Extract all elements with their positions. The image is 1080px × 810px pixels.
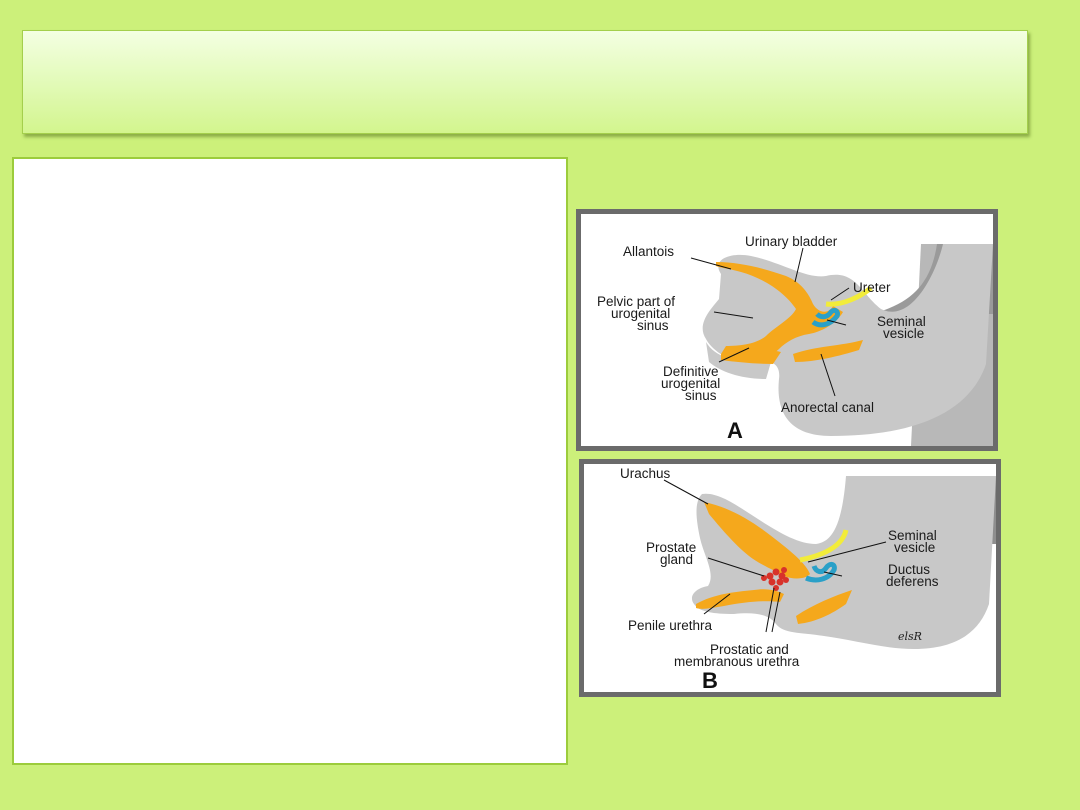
label-ureter: Ureter (853, 280, 891, 295)
panel-letter-b: B (702, 668, 718, 692)
bladder-sinus-a (716, 262, 843, 358)
prostate-gland-shape-b (761, 567, 789, 591)
slide-title-bar (22, 30, 1028, 134)
ureter-shape-b (799, 529, 849, 563)
anorectal-canal-shape-a (793, 340, 863, 362)
penile-urethra-shape-b (696, 589, 784, 609)
label-prostatic-line1: Prostatic and (710, 642, 789, 657)
pointer-lines-a (690, 247, 850, 397)
panel-letter-a: A (727, 418, 743, 443)
figure-panel-b: Urachus Seminal vesicle Prostate gland D… (579, 459, 1001, 697)
gray-tissue-a (702, 244, 993, 436)
label-pelvic-part-line2: urogenital (611, 306, 670, 321)
label-pelvic-part-line1: Pelvic part of (597, 294, 675, 309)
label-prostatic-line2: membranous urethra (674, 654, 800, 669)
label-anorectal-canal: Anorectal canal (781, 400, 874, 415)
ureter-shape-a (825, 286, 873, 307)
label-prostate-line1: Prostate (646, 540, 696, 555)
label-urachus: Urachus (620, 466, 671, 481)
label-seminal-line1-b: Seminal (888, 528, 937, 543)
seminal-vesicle-shape-a (811, 307, 840, 328)
label-seminal-line1: Seminal (877, 314, 926, 329)
urogenital-diagram-b: Urachus Seminal vesicle Prostate gland D… (620, 466, 996, 692)
label-urinary-bladder: Urinary bladder (745, 234, 838, 249)
bladder-b (704, 502, 810, 579)
pointer-lines-b (663, 479, 887, 633)
urogenital-diagram-a: Urinary bladder Allantois Ureter Pelvic … (597, 234, 993, 446)
label-definitive-line3: sinus (685, 388, 717, 403)
label-definitive-line1: Definitive (663, 364, 719, 379)
label-seminal-line2: vesicle (883, 326, 924, 341)
slide-content-box (12, 157, 568, 765)
label-seminal-line2-b: vesicle (894, 540, 935, 555)
phallus-tissue-a (706, 342, 771, 379)
artist-signature: elsR (898, 630, 922, 643)
label-penile-urethra: Penile urethra (628, 618, 713, 633)
figure-panel-a: Urinary bladder Allantois Ureter Pelvic … (576, 209, 998, 451)
seminal-vesicle-shape-b (805, 561, 837, 583)
label-ductus-line2: deferens (886, 574, 939, 589)
gray-tissue-b (691, 476, 996, 649)
label-ductus-line1: Ductus (888, 562, 930, 577)
label-allantois: Allantois (623, 244, 674, 259)
anorectal-shape-b (796, 590, 852, 624)
label-pelvic-part-line3: sinus (637, 318, 669, 333)
label-definitive-line2: urogenital (661, 376, 720, 391)
definitive-sinus-a (721, 348, 781, 364)
label-prostate-line2: gland (660, 552, 693, 567)
